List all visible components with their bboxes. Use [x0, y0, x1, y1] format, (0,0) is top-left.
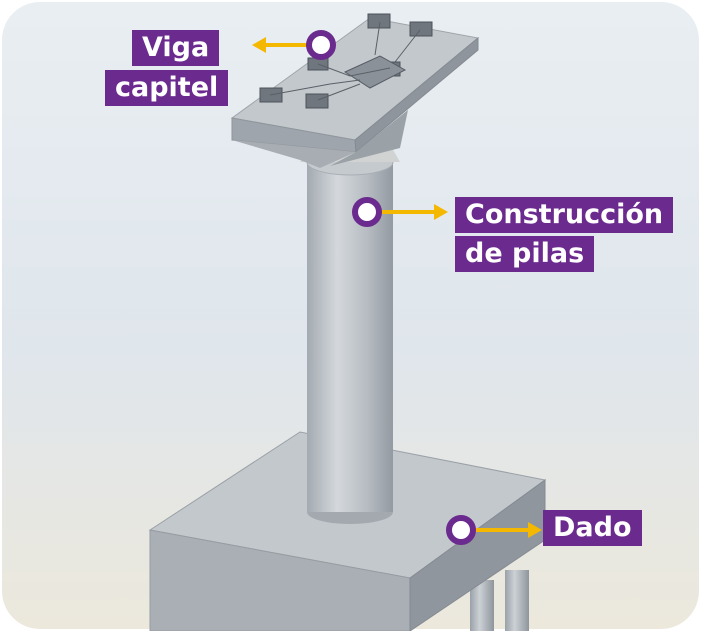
marker-pilas — [352, 197, 382, 227]
marker-dado — [446, 515, 476, 545]
label-pilas-line1: Construcción — [455, 197, 674, 233]
arrow-left-icon — [252, 37, 266, 53]
capital-beam — [230, 13, 480, 168]
label-viga-line1: Viga — [132, 30, 220, 66]
label-dado: Dado — [543, 510, 642, 546]
arrow-right-icon — [434, 204, 448, 220]
arrow-right-icon — [528, 522, 542, 538]
label-pilas-line2: de pilas — [455, 236, 595, 272]
markers — [306, 30, 476, 545]
label-viga-line2: capitel — [105, 70, 229, 106]
marker-viga — [306, 30, 336, 60]
connectors — [252, 37, 542, 538]
